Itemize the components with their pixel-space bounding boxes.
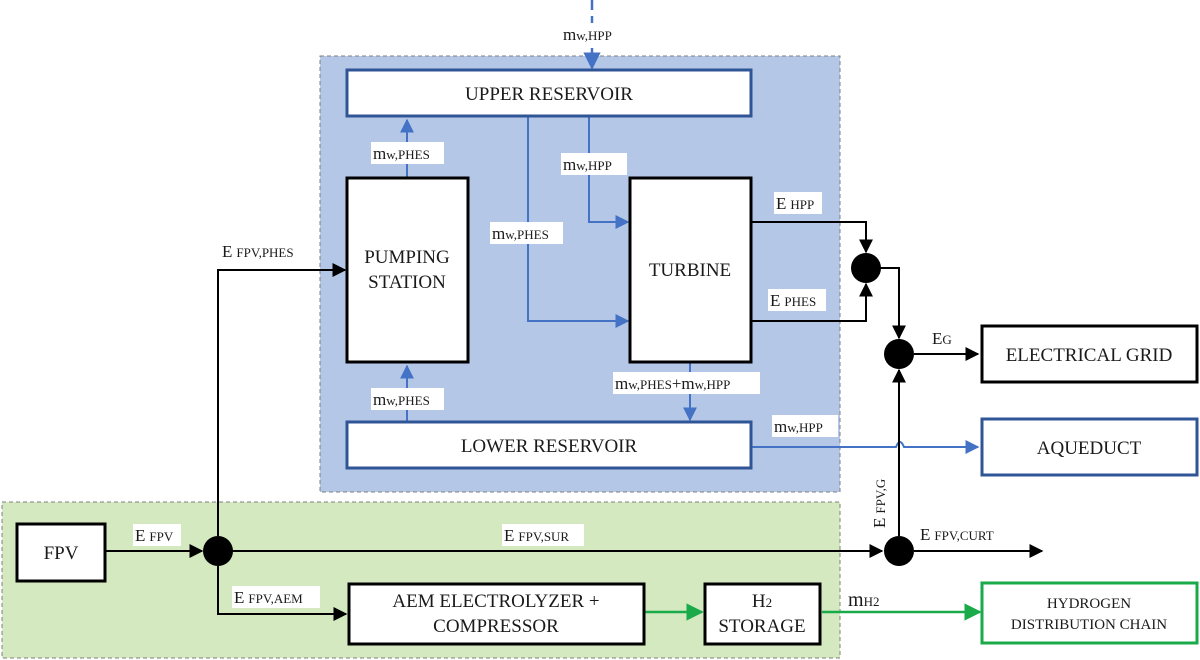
electrical-grid-label: ELECTRICAL GRID xyxy=(1006,345,1173,366)
label-e-fpv-g: EFPV,G xyxy=(870,479,889,528)
upper-reservoir-block: UPPER RESERVOIR xyxy=(345,68,753,118)
h2-storage-label-line1: H2 xyxy=(752,591,772,612)
flow-upper-to-turbine-hpp xyxy=(588,116,630,229)
svg-text:mw,PHES+mw,HPP: mw,PHES+mw,HPP xyxy=(615,374,730,393)
turbine-block: TURBINE xyxy=(628,176,753,364)
label-mw-phes-pump-in: mw,PHES xyxy=(371,388,444,410)
h2-storage-block: H2 STORAGE xyxy=(703,582,822,646)
lower-reservoir-label: LOWER RESERVOIR xyxy=(461,436,638,457)
label-mw-hpp-in: mw,HPP xyxy=(561,23,627,45)
upper-reservoir-label: UPPER RESERVOIR xyxy=(465,84,633,105)
hydrogen-distribution-label-line2: DISTRIBUTION CHAIN xyxy=(1011,617,1167,633)
lower-reservoir-block: LOWER RESERVOIR xyxy=(345,420,753,470)
hydrogen-distribution-block: HYDROGEN DISTRIBUTION CHAIN xyxy=(980,581,1199,645)
aqueduct-label: AQUEDUCT xyxy=(1037,438,1142,459)
label-mw-hpp-turbine: mw,HPP xyxy=(561,153,627,175)
label-mw-phes-up: mw,PHES xyxy=(371,142,444,164)
turbine-label: TURBINE xyxy=(649,260,731,281)
label-e-g: EG xyxy=(932,329,952,348)
junction-surplus xyxy=(884,536,914,566)
svg-text:mw,HPP: mw,HPP xyxy=(563,155,612,174)
fpv-label: FPV xyxy=(44,543,79,564)
flow-e-fpv-aem xyxy=(217,566,348,621)
flow-junction1-to-junction2 xyxy=(880,267,906,340)
svg-text:mH2: mH2 xyxy=(848,589,879,611)
aqueduct-block: AQUEDUCT xyxy=(980,417,1199,477)
svg-text:EFPV,SUR: EFPV,SUR xyxy=(504,526,569,545)
label-mw-phes-turbine: mw,PHES xyxy=(490,222,563,244)
junction-fpv-split xyxy=(203,536,233,566)
pumping-station-block: PUMPING STATION xyxy=(345,176,470,364)
junction-grid xyxy=(884,339,914,369)
junction-turbine-outputs xyxy=(851,253,881,283)
electrolyzer-label-line2: COMPRESSOR xyxy=(433,616,559,637)
svg-text:EFPV,G: EFPV,G xyxy=(870,479,889,528)
svg-text:mw,HPP: mw,HPP xyxy=(563,25,612,44)
svg-text:EFPV,CURT: EFPV,CURT xyxy=(920,525,994,544)
flow-e-phes xyxy=(752,282,873,322)
svg-text:mw,PHES: mw,PHES xyxy=(492,224,549,243)
svg-text:EFPV: EFPV xyxy=(135,526,174,545)
electrolyzer-label-line1: AEM ELECTROLYZER + xyxy=(392,591,599,612)
label-m-h2: mH2 xyxy=(848,589,879,611)
hydrogen-distribution-label-line1: HYDROGEN xyxy=(1047,596,1131,612)
svg-text:mw,PHES: mw,PHES xyxy=(373,144,430,163)
svg-text:EG: EG xyxy=(932,329,952,348)
h2-storage-label-line2: STORAGE xyxy=(718,616,805,637)
svg-text:EFPV,AEM: EFPV,AEM xyxy=(234,588,303,607)
electrolyzer-block: AEM ELECTROLYZER + COMPRESSOR xyxy=(347,582,646,646)
electrical-grid-block: ELECTRICAL GRID xyxy=(980,324,1199,384)
flow-e-hpp xyxy=(752,221,873,254)
flow-upper-to-turbine-phes xyxy=(527,116,630,328)
label-mw-turbine-out: mw,PHES+mw,HPP xyxy=(613,372,760,394)
pumping-station-label-line1: PUMPING xyxy=(364,247,450,268)
svg-text:EFPV,PHES: EFPV,PHES xyxy=(222,242,294,261)
fpv-block: FPV xyxy=(15,522,107,583)
label-mw-hpp-aqueduct: mw,HPP xyxy=(772,415,838,437)
pumping-station-label-line2: STATION xyxy=(368,272,446,293)
svg-text:mw,HPP: mw,HPP xyxy=(774,417,823,436)
svg-text:mw,PHES: mw,PHES xyxy=(373,390,430,409)
flow-e-fpv-phes xyxy=(217,263,347,536)
